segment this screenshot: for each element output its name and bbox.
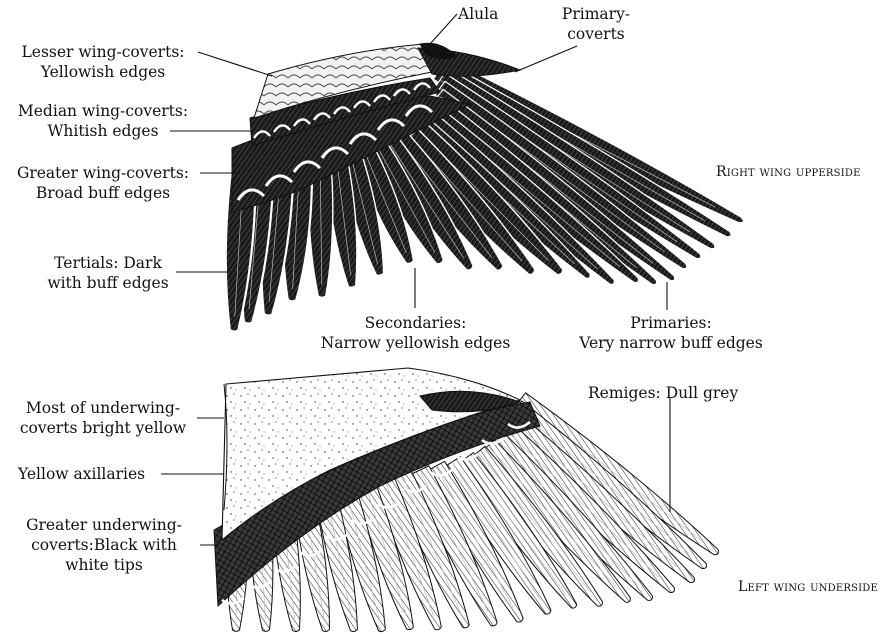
label-secondaries-line2: Narrow yellowish edges <box>318 333 513 353</box>
label-median-coverts-line1: Median wing-coverts: <box>8 101 198 121</box>
label-greater-underwing-coverts: Greater underwing- coverts:Black with wh… <box>8 515 200 575</box>
label-median-coverts-line2: Whitish edges <box>8 121 198 141</box>
label-secondaries-line1: Secondaries: <box>318 313 513 333</box>
label-tertials-line1: Tertials: Dark <box>40 253 176 273</box>
label-tertials: Tertials: Dark with buff edges <box>40 253 176 293</box>
label-remiges: Remiges: Dull grey <box>588 383 738 403</box>
label-underwing-coverts-line1: Most of underwing- <box>8 398 198 418</box>
label-lesser-coverts-line2: Yellowish edges <box>8 62 198 82</box>
label-greater-underwing-coverts-line2: coverts:Black with <box>8 535 200 555</box>
alula-leader <box>430 14 457 44</box>
primary-coverts-leader <box>515 46 577 72</box>
heading-right-wing-upperside: Right wing upperside <box>716 162 861 182</box>
left-wing-underside-drawing <box>214 368 718 632</box>
label-primaries-line2: Very narrow buff edges <box>566 333 776 353</box>
label-lesser-coverts-line1: Lesser wing-coverts: <box>8 42 198 62</box>
label-greater-underwing-coverts-line1: Greater underwing- <box>8 515 200 535</box>
label-primaries-line1: Primaries: <box>566 313 776 333</box>
lesser-coverts-leader <box>198 52 272 76</box>
label-axillaries: Yellow axillaries <box>18 464 145 484</box>
label-lesser-coverts: Lesser wing-coverts: Yellowish edges <box>8 42 198 82</box>
label-underwing-coverts-line2: coverts bright yellow <box>8 418 198 438</box>
label-alula: Alula <box>458 4 498 24</box>
label-greater-coverts: Greater wing-coverts: Broad buff edges <box>8 163 198 203</box>
label-greater-underwing-coverts-line3: white tips <box>8 555 200 575</box>
label-greater-coverts-line2: Broad buff edges <box>8 183 198 203</box>
label-primaries: Primaries: Very narrow buff edges <box>566 313 776 353</box>
label-primary-coverts-line2: coverts <box>560 24 632 44</box>
right-wing-upperside-drawing <box>226 43 744 331</box>
heading-left-wing-underside: Left wing underside <box>738 577 878 597</box>
label-tertials-line2: with buff edges <box>40 273 176 293</box>
label-median-coverts: Median wing-coverts: Whitish edges <box>8 101 198 141</box>
label-secondaries: Secondaries: Narrow yellowish edges <box>318 313 513 353</box>
label-primary-coverts: Primary- coverts <box>560 4 632 44</box>
label-greater-coverts-line1: Greater wing-coverts: <box>8 163 198 183</box>
label-primary-coverts-line1: Primary- <box>560 4 632 24</box>
label-underwing-coverts: Most of underwing- coverts bright yellow <box>8 398 198 438</box>
